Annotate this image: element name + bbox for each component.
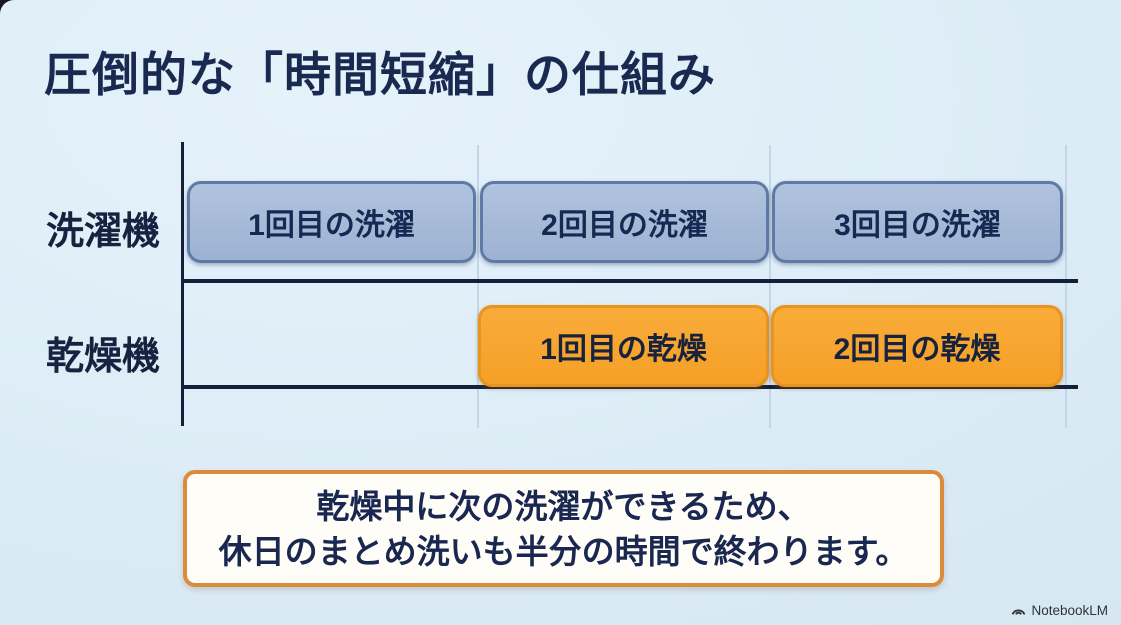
gridline: [769, 145, 771, 428]
summary-note: 乾燥中に次の洗濯ができるため、 休日のまとめ洗いも半分の時間で終わります。: [183, 470, 944, 587]
notebooklm-logo-icon: [1011, 603, 1026, 618]
gantt-bar-wash-1: 1回目の洗濯: [187, 181, 476, 263]
gantt-bar-dry-1: 1回目の乾燥: [478, 305, 769, 387]
summary-note-line1: 乾燥中に次の洗濯ができるため、: [316, 487, 811, 525]
page-title: 圧倒的な「時間短縮」の仕組み: [44, 48, 716, 101]
gantt-bar-wash-2: 2回目の洗濯: [480, 181, 769, 263]
notebooklm-watermark: NotebookLM: [1011, 603, 1108, 618]
summary-note-line2: 休日のまとめ洗いも半分の時間で終わります。: [218, 532, 909, 570]
gantt-bar-wash-3: 3回目の洗濯: [772, 181, 1063, 263]
row-label-washer: 洗濯機: [45, 211, 160, 253]
baseline: [181, 385, 1078, 389]
row-divider-line: [181, 279, 1078, 283]
row-label-dryer: 乾燥機: [45, 336, 160, 378]
gantt-bar-dry-2: 2回目の乾燥: [771, 305, 1063, 387]
notebooklm-brand-text: NotebookLM: [1031, 603, 1108, 618]
gridline: [1065, 145, 1067, 428]
gridline: [477, 145, 479, 428]
y-axis-line: [181, 142, 184, 426]
